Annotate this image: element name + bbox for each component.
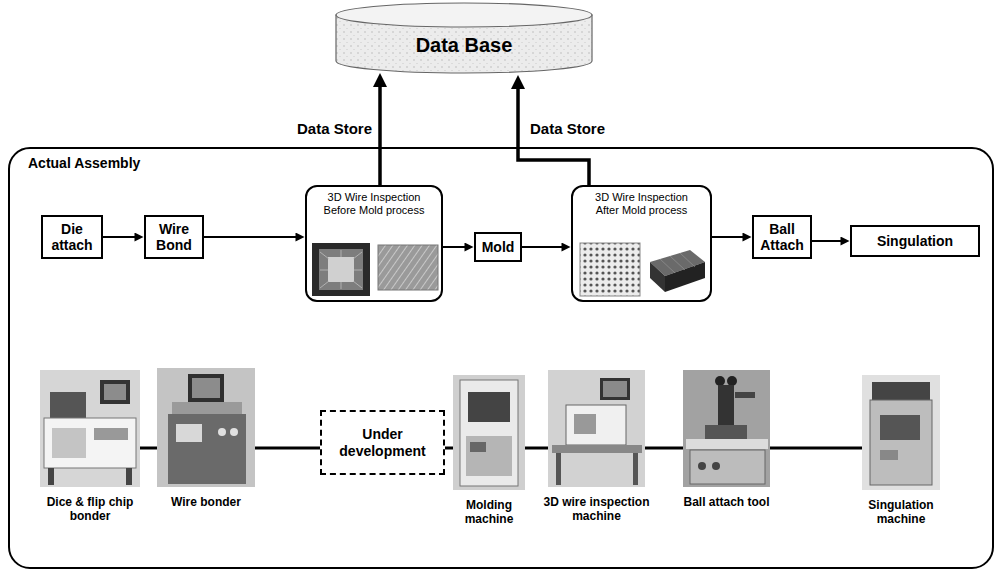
photo-caption: Wire bonder xyxy=(156,495,256,509)
database-label: Data Base xyxy=(416,20,513,57)
connector xyxy=(525,447,548,450)
edge-label: Data Store xyxy=(528,120,607,137)
photo-caption: 3D wire inspection machine xyxy=(534,495,659,523)
inspection-machine-photo xyxy=(548,370,645,487)
frame-title: Actual Assembly xyxy=(28,155,140,171)
connector xyxy=(812,240,845,242)
process-label: Die attach xyxy=(47,221,97,253)
database-cylinder: Data Base xyxy=(335,2,593,74)
connector xyxy=(378,80,382,185)
edge-label-holder: Data Store xyxy=(295,120,374,137)
photo-caption: Molding machine xyxy=(447,498,532,526)
connector xyxy=(443,246,469,248)
process-label: Singulation xyxy=(856,233,974,249)
chip-image xyxy=(312,243,370,296)
process-label: Wire Bond xyxy=(150,221,198,253)
inspection-label: 3D Wire Inspection Before Mold process xyxy=(318,191,430,217)
connector xyxy=(645,447,683,450)
process-box: Wire Bond xyxy=(144,215,204,259)
process-box: Ball Attach xyxy=(752,215,812,259)
connector xyxy=(522,246,566,248)
equipment-photo: 3D wire inspection machine xyxy=(548,370,645,487)
process-box: Singulation xyxy=(850,225,980,257)
molding-photo xyxy=(453,375,525,490)
equipment-photo: Wire bonder xyxy=(157,368,255,487)
process-label: Ball Attach xyxy=(758,221,806,253)
inspection-label: 3D Wire Inspection After Mold process xyxy=(586,191,698,217)
bonder-photo xyxy=(40,370,140,487)
placeholder-box: Under development xyxy=(320,410,445,475)
molded-block-image xyxy=(650,250,705,292)
wire-closeup-image xyxy=(378,245,438,290)
process-box: Mold xyxy=(474,232,522,262)
ball-attach-photo xyxy=(683,370,770,487)
edge-label-holder: Data Store xyxy=(528,120,607,137)
singulation-photo xyxy=(862,375,940,490)
equipment-photo: Dice & flip chip bonder xyxy=(40,370,140,487)
inspection-box: 3D Wire Inspection Before Mold process xyxy=(305,185,443,302)
connector xyxy=(204,236,300,238)
connector xyxy=(103,236,139,238)
placeholder-label: Under development xyxy=(328,426,437,460)
wire-bonder-photo xyxy=(157,368,255,487)
assembly-frame: Actual AssemblyDie attach Wire Bond 3D Wir… xyxy=(8,147,994,569)
equipment-photo: Singulation machine xyxy=(862,375,940,490)
edge-label: Data Store xyxy=(295,120,374,137)
photo-caption: Ball attach tool xyxy=(677,495,777,509)
ball-grid-image xyxy=(580,243,640,296)
process-label: Mold xyxy=(480,239,516,255)
photo-caption: Dice & flip chip bonder xyxy=(28,495,153,523)
photo-caption: Singulation machine xyxy=(854,498,949,526)
inspection-box: 3D Wire Inspection After Mold process xyxy=(571,185,712,302)
equipment-photo: Molding machine xyxy=(453,375,525,490)
connector xyxy=(140,447,157,450)
connector xyxy=(255,447,320,450)
connector xyxy=(445,447,453,450)
equipment-photo: Ball attach tool xyxy=(683,370,770,487)
connector xyxy=(770,447,862,450)
connector xyxy=(712,236,747,238)
process-box: Die attach xyxy=(41,215,103,259)
